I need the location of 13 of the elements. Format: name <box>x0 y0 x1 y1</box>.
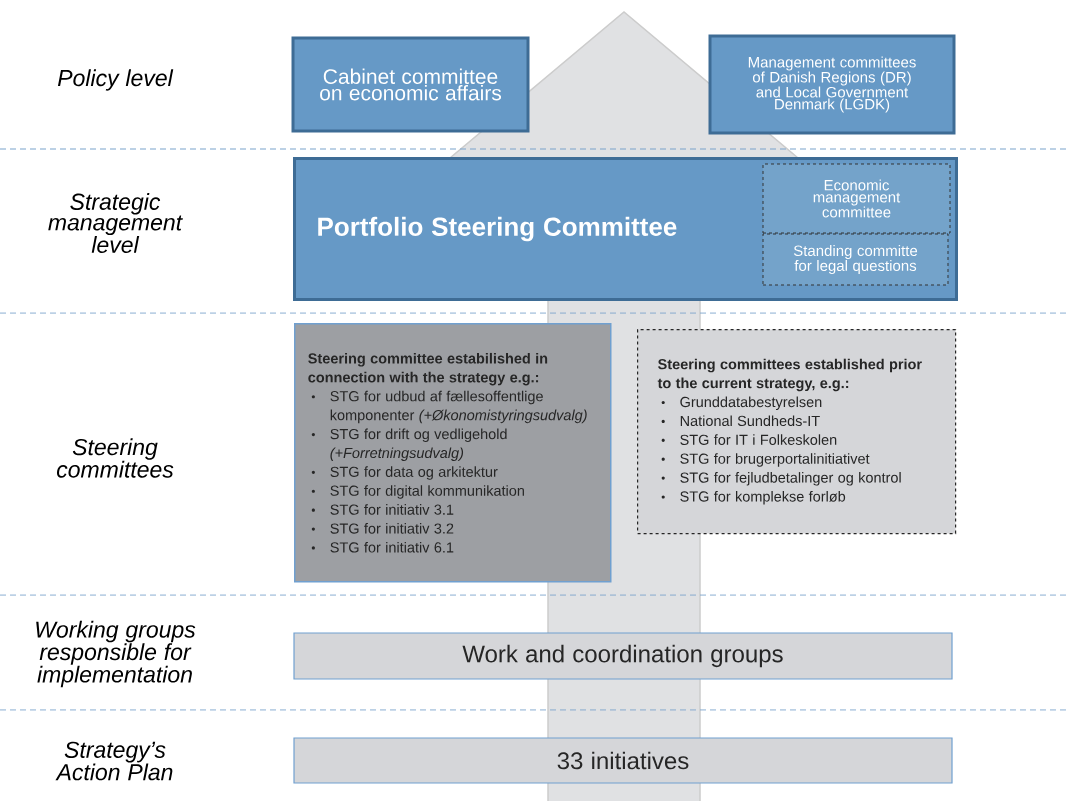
initiatives-bar: 33 initiatives <box>293 737 953 784</box>
level-label: Working groups responsible for implementation <box>36 620 196 688</box>
level-label: Strategic management level <box>48 193 183 253</box>
sub-committee-box: Standing committe for legal questions <box>762 233 949 286</box>
group-bar: Work and coordination groups <box>293 632 953 680</box>
sub-committee-box: Economic management committee <box>762 163 951 234</box>
level-label: Steering committees <box>56 438 174 478</box>
level-label: Strategy’s Action Plan <box>55 741 173 781</box>
committee-box: Management committees of Danish Regions (DR) and Local Government Denmark (LGDK) <box>708 34 956 135</box>
level-label: Policy level <box>57 69 174 91</box>
committee-list-box: Steering committees established prior to the current strategy, e.g.: Grunddatabestyrelsen National Sundheds-IT STG for IT i Folkeskolen STG for brugerportalinitiativet STG for fejludbetalinger og kontrol STG for komplekse forløb <box>637 329 957 535</box>
committee-box: Cabinet committee on economic affairs <box>291 36 530 133</box>
committee-list-box: Steering committee estabilished in connection with the strategy e.g.: STG for udbud af fællesoffentlige komponenter (+Økonomistyringsudvalg) STG for drift og vedligehold (+Forretningsudvalg) STG for data og arkitektur STG for digital kommunikation STG for initiativ 3.1 STG for initiativ 3.2 STG for initiativ 6.1 <box>294 323 612 583</box>
